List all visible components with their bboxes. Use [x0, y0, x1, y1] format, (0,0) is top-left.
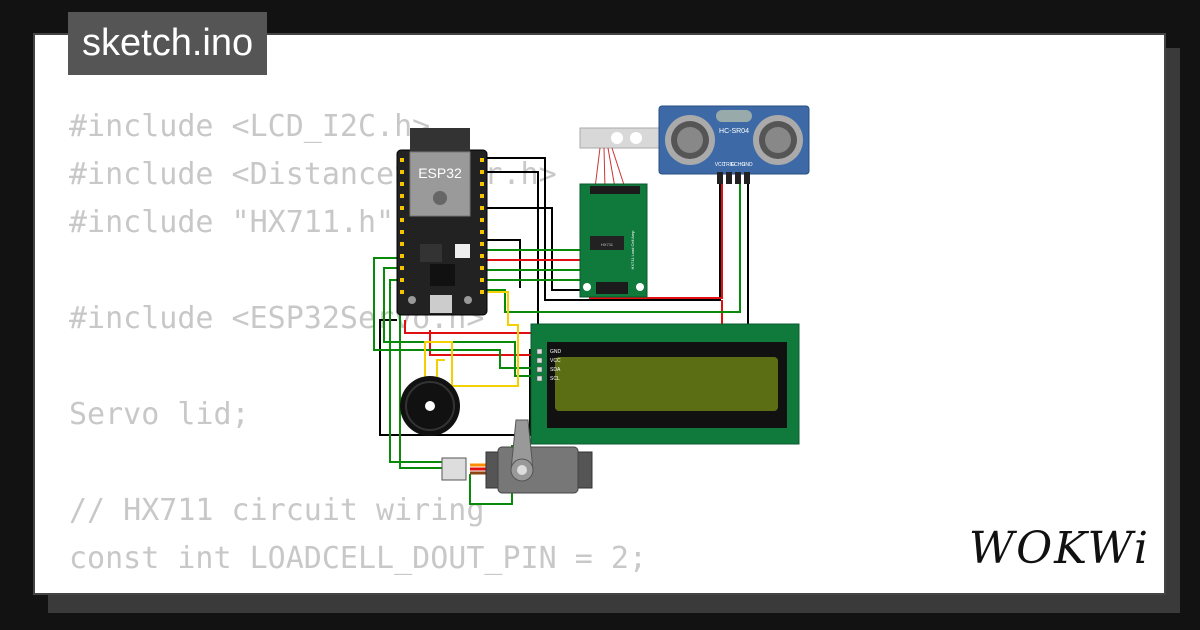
buzzer[interactable]: [400, 376, 460, 436]
filename-tab[interactable]: sketch.ino: [68, 12, 268, 75]
code-line: const int LOADCELL_SCK_PIN = 13;: [69, 583, 647, 593]
load-cell[interactable]: [579, 127, 661, 189]
code-line: #include "HX711.h": [69, 205, 395, 240]
wokwi-logo: WOKWi: [968, 523, 1150, 574]
hx711-module[interactable]: HX711 HX711 Load Cell Amp: [579, 183, 648, 298]
code-line: #include <DistanceSensor.h>: [69, 157, 557, 192]
ultrasonic-label: HC-SR04: [719, 128, 749, 135]
preview-card: #include <LCD_I2C.h> #include <DistanceSe…: [33, 33, 1166, 595]
ultrasonic-sensor[interactable]: HC-SR04 VCC TRIG ECHO GND: [658, 105, 810, 184]
code-line: Servo lid;: [69, 397, 250, 432]
esp32-label: ESP32: [418, 165, 462, 181]
esp32-board[interactable]: ESP32: [396, 128, 488, 316]
code-line: #include <LCD_I2C.h>: [69, 109, 431, 144]
lcd-pin-label: SDA: [550, 367, 561, 373]
hx711-label: HX711 Load Cell Amp: [630, 230, 635, 270]
lcd-pin-label: GND: [550, 349, 562, 355]
ultrasonic-pin-label: ECHO: [731, 162, 746, 168]
code-line: // HX711 circuit wiring: [69, 493, 485, 528]
lcd-pin-label: VCC: [550, 358, 561, 364]
hx711-chip-label: HX711: [601, 242, 614, 247]
lcd-display[interactable]: GND VCC SDA SCL: [530, 323, 800, 445]
lcd-pin-label: SCL: [550, 376, 560, 382]
code-line: const int LOADCELL_DOUT_PIN = 2;: [69, 541, 647, 576]
ultrasonic-pin-label: TRIG: [723, 162, 735, 168]
ultrasonic-pin-label: GND: [741, 162, 753, 168]
servo-motor[interactable]: [441, 419, 593, 494]
ultrasonic-pin-label: VCC: [715, 162, 726, 168]
